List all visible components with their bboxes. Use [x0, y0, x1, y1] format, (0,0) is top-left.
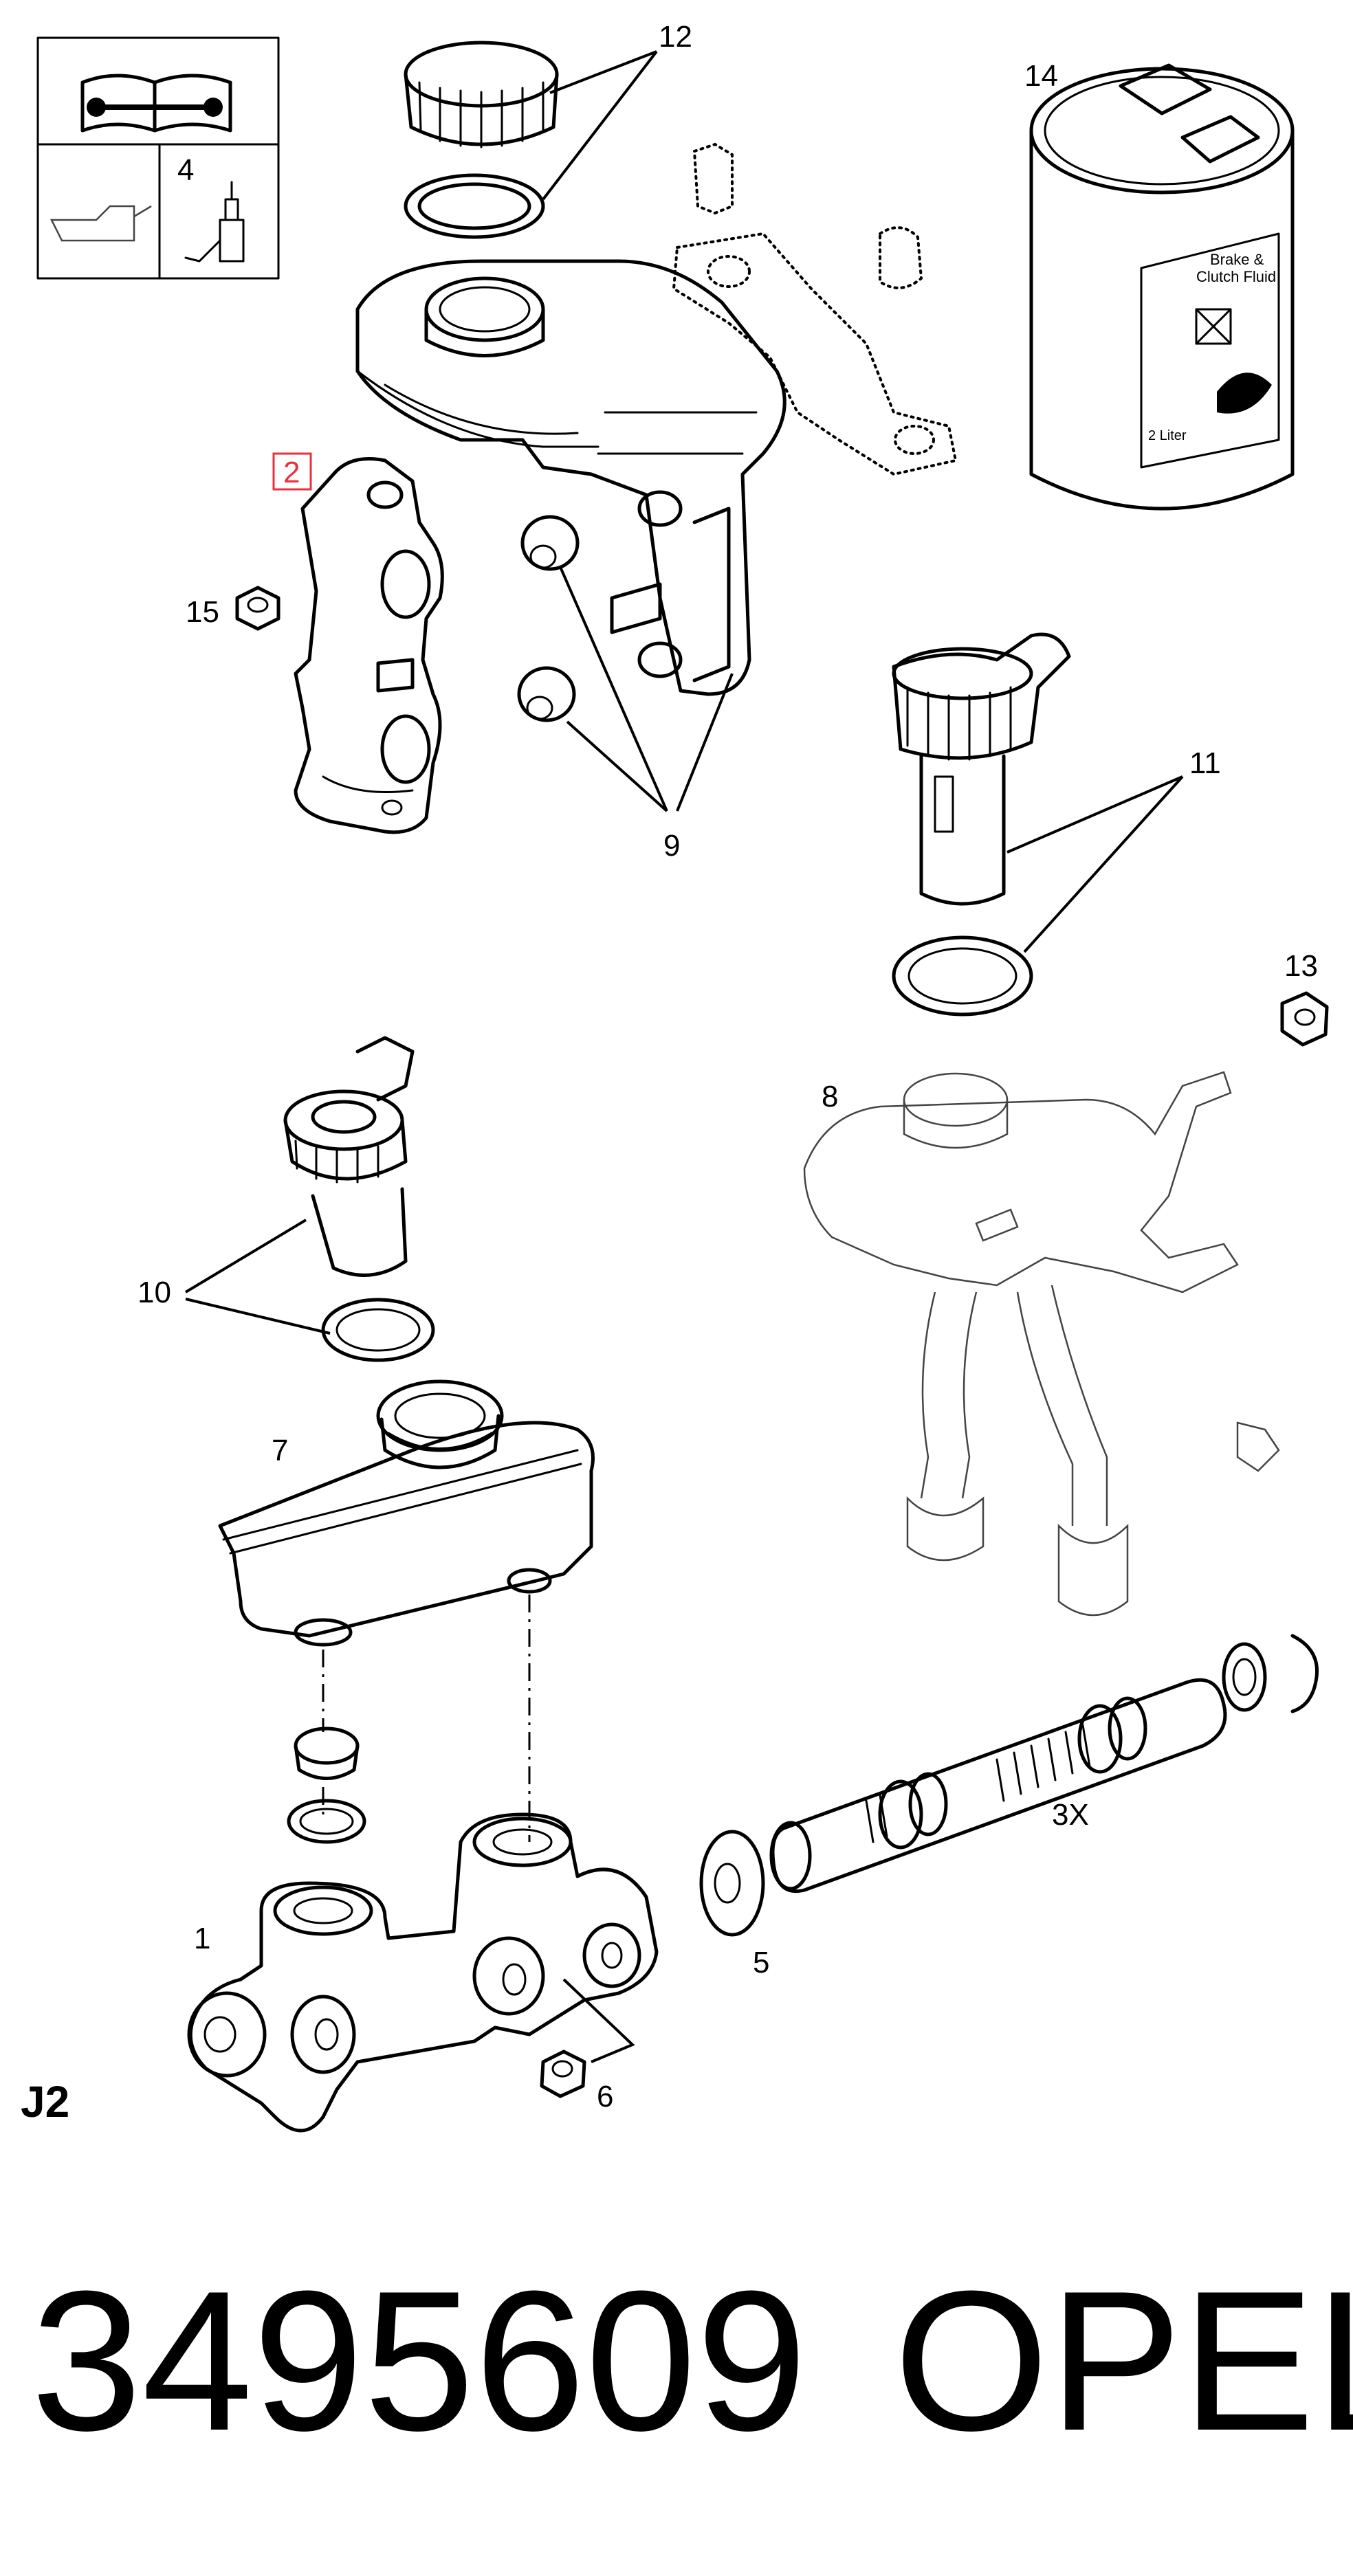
can-label-line-1: Brake &: [1210, 251, 1264, 268]
callout-1: 1: [194, 1922, 210, 1955]
callout-2: 2: [283, 456, 300, 489]
part-12-cap-and-seal: [404, 41, 559, 239]
callout-9: 9: [663, 829, 680, 863]
part-15-nut: [235, 586, 280, 631]
callout-15: 15: [186, 595, 219, 629]
leader-11: [1006, 775, 1184, 953]
part-number: 3495609: [31, 2250, 807, 2472]
part-3x-piston-kit: [769, 1634, 1319, 1894]
callout-3x: 3X: [1052, 1798, 1089, 1832]
leader-10: [184, 1219, 331, 1335]
part-11-cap-with-sensor: [892, 632, 1071, 1017]
part-1-master-cylinder: [187, 1812, 659, 2133]
callout-6: 6: [597, 2080, 613, 2113]
callout-4: 4: [177, 153, 194, 187]
mounting-bracket-dotted: [672, 142, 958, 476]
callout-8: 8: [822, 1080, 838, 1113]
dropper-bottle-icon: [184, 181, 245, 263]
callout-10: 10: [138, 1276, 171, 1309]
part-6-nut: [540, 2050, 586, 2098]
can-label-line-2: Clutch Fluid: [1196, 268, 1276, 285]
can-label-line-3: 2 Liter: [1148, 428, 1187, 443]
part-5-washer: [699, 1830, 765, 1937]
part-14-brake-fluid-can: Brake & Clutch Fluid 2 Liter: [1029, 63, 1295, 511]
callout-2-highlight: [272, 452, 312, 491]
part-13-nut: [1280, 991, 1329, 1047]
part-8-reservoir-with-hoses: [803, 1071, 1280, 1617]
legend-box: 4: [36, 36, 280, 280]
section-code: J2: [21, 2077, 69, 2127]
leader-6: [562, 1978, 635, 2063]
callout-5: 5: [753, 1946, 769, 1979]
leader-9: [559, 566, 734, 812]
callout-14: 14: [1024, 59, 1058, 93]
leader-12: [542, 50, 658, 201]
brand-name: OPEL: [894, 2250, 1353, 2472]
part-2-master-cylinder-small: [294, 457, 444, 834]
grommets: [287, 1726, 366, 1844]
assembly-lines: [322, 1595, 531, 1842]
oil-can-icon: [50, 205, 152, 242]
part-7-reservoir: [218, 1379, 595, 1647]
part-10-cap-with-sensor: [283, 1036, 435, 1362]
part-9-reservoir: [355, 259, 786, 722]
callout-12: 12: [659, 20, 692, 54]
workshop-manual-icon: [80, 74, 232, 133]
callout-7: 7: [272, 1434, 288, 1467]
callout-13: 13: [1284, 949, 1318, 983]
callout-11: 11: [1189, 746, 1221, 780]
